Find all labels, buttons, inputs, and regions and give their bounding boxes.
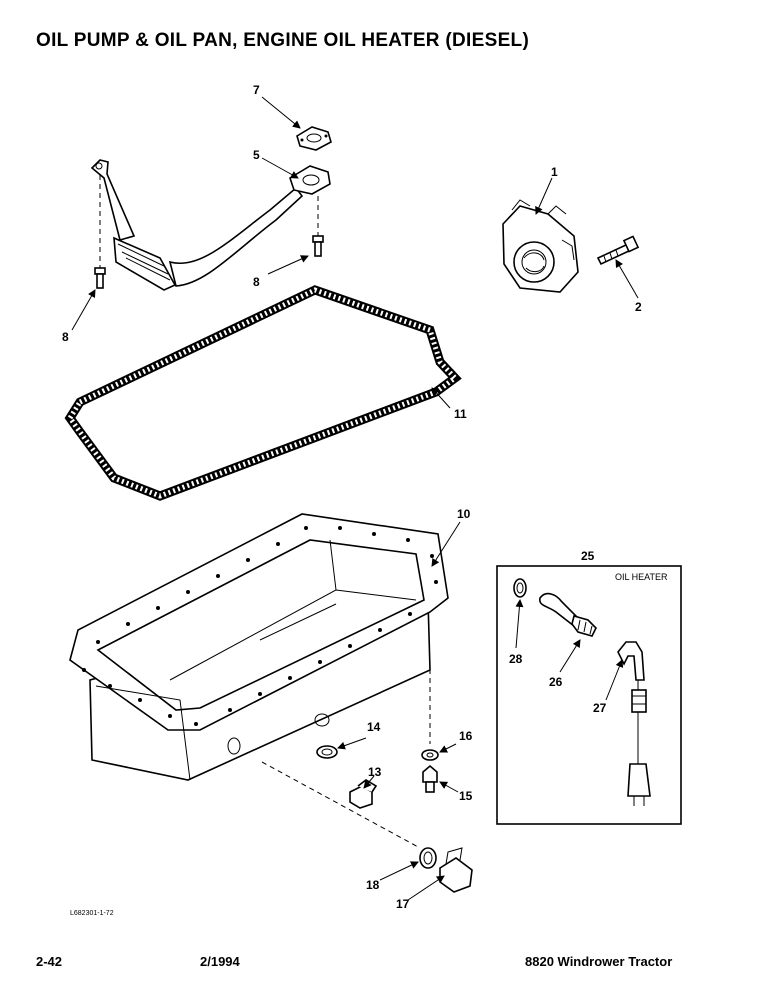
- callout-18: 18: [366, 878, 380, 892]
- callout-26: 26: [549, 675, 563, 689]
- callout-14: 14: [367, 720, 381, 734]
- callout-10: 10: [457, 507, 471, 521]
- washer-part: [421, 749, 439, 761]
- pump-bolt-part: [596, 235, 640, 266]
- callout-17-leader: [407, 875, 445, 901]
- callout-8: 8: [253, 275, 260, 289]
- callout-10-leader: [431, 521, 461, 567]
- revision-date: 2/1994: [200, 954, 240, 969]
- heater-element-part: [538, 592, 597, 637]
- callout-13-leader: [363, 775, 375, 789]
- model-name: 8820 Windrower Tractor: [525, 954, 673, 969]
- oil-pickup-tube-part: [90, 159, 331, 291]
- callout-18-leader: [379, 861, 419, 881]
- drawing-id: L682301-1-72: [70, 910, 114, 917]
- callout-5-leader: [261, 157, 299, 179]
- oil-pump-part: [502, 199, 579, 293]
- screw-part: [422, 764, 438, 793]
- oil-heater-kit-box: [496, 565, 682, 825]
- pickup-gasket-part: [296, 126, 332, 151]
- page-title: OIL PUMP & OIL PAN, ENGINE OIL HEATER (D…: [36, 30, 530, 51]
- capscrew-part: [94, 267, 106, 289]
- heater-cord-part: [617, 641, 651, 806]
- callout-26-leader: [559, 639, 581, 673]
- callout-11: 11: [454, 407, 467, 421]
- callout-2: 2: [635, 300, 642, 314]
- callout-8-leader: [267, 255, 309, 275]
- callout-14-leader: [337, 737, 367, 750]
- callout-11-leader: [431, 387, 451, 409]
- callout-15: 15: [459, 789, 473, 803]
- page-number: 2-42: [36, 954, 63, 969]
- oil-pan-gasket-part: [64, 285, 462, 501]
- callout-28-leader: [515, 599, 524, 649]
- kit-box-label: OIL HEATER: [615, 572, 668, 582]
- callout-17: 17: [396, 897, 410, 911]
- dash-line: [261, 761, 421, 849]
- callout-5: 5: [253, 148, 260, 162]
- callout-1: 1: [551, 165, 558, 179]
- callout-8-leader: [71, 289, 96, 331]
- callout-2-leader: [615, 259, 639, 299]
- callout-7: 7: [253, 83, 260, 97]
- callout-13: 13: [368, 765, 382, 779]
- callout-7-leader: [261, 96, 301, 129]
- heater-gasket-part: [513, 578, 527, 598]
- callout-16-leader: [439, 743, 457, 753]
- capscrew-part: [312, 235, 324, 257]
- callout-8: 8: [62, 330, 69, 344]
- oil-pan-part: [69, 513, 449, 781]
- callout-27: 27: [593, 701, 607, 715]
- drain-plug-part: [349, 779, 378, 809]
- callout-15-leader: [439, 781, 459, 793]
- callout-27-leader: [605, 659, 624, 701]
- callout-25: 25: [581, 549, 595, 563]
- callout-28: 28: [509, 652, 523, 666]
- filler-plug-washer-part: [419, 847, 437, 869]
- callout-16: 16: [459, 729, 473, 743]
- drain-plug-washer-part: [316, 745, 338, 759]
- filler-plug-part: [439, 847, 473, 893]
- callout-1-leader: [535, 177, 553, 215]
